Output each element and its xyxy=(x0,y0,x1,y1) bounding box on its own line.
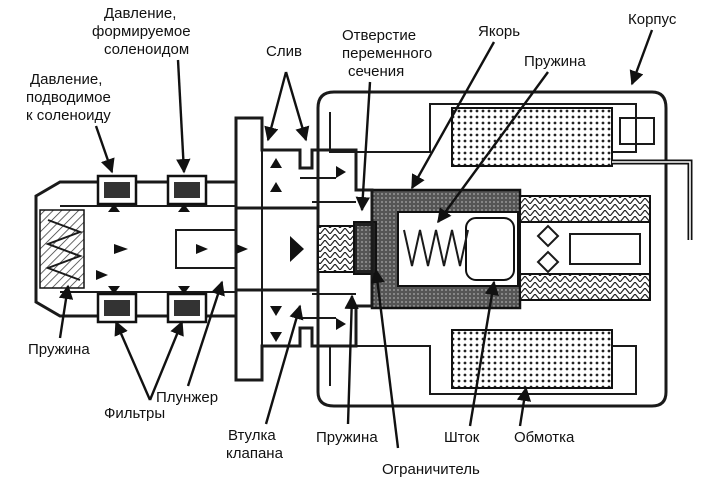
label-plunger: Плунжер xyxy=(156,389,218,406)
stem xyxy=(465,195,651,301)
filter-bottom-right xyxy=(166,292,208,324)
filter-top-right xyxy=(166,174,208,206)
label-stem: Шток xyxy=(444,429,480,446)
label-pressure-solenoid: Давление, формируемое соленоидом xyxy=(92,5,195,58)
label-drain: Слив xyxy=(266,43,302,60)
labels: Давление, формируемое соленоидом Давлени… xyxy=(26,5,677,478)
connector-wire xyxy=(612,159,693,240)
flow-arrows xyxy=(108,158,346,342)
label-armature: Якорь xyxy=(478,23,520,40)
label-filters: Фильтры xyxy=(104,405,165,422)
filter-bottom-left xyxy=(96,292,138,324)
label-spring-bottom: Пружина xyxy=(316,429,378,446)
label-winding: Обмотка xyxy=(514,429,575,446)
label-spring-right: Пружина xyxy=(524,53,586,70)
leader-lines xyxy=(58,29,654,449)
label-limiter: Ограничитель xyxy=(382,461,480,478)
left-spring xyxy=(45,219,128,281)
label-valve-sleeve: Втулка клапана xyxy=(226,427,284,462)
armature-spring xyxy=(403,229,469,267)
winding-coil-bottom xyxy=(451,329,613,389)
plunger xyxy=(175,206,355,292)
valve-sleeve xyxy=(234,116,374,382)
label-spring-left: Пружина xyxy=(28,341,90,358)
label-housing: Корпус xyxy=(628,11,677,28)
winding-coil-top xyxy=(451,107,613,167)
label-pressure-supply: Давление, подводимое к соленоиду xyxy=(26,71,115,124)
label-variable-orifice: Отверстие переменного сечения xyxy=(342,27,436,80)
filter-top-left xyxy=(96,174,138,206)
